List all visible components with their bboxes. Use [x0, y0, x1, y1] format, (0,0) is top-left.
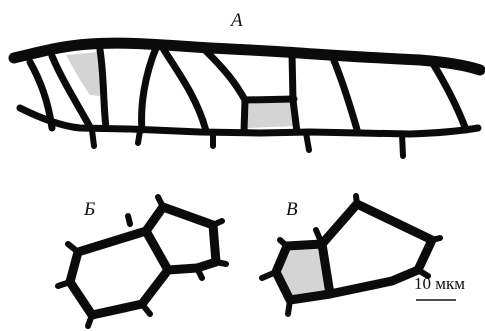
- cross-wall-8: [292, 54, 297, 132]
- cross-wall-5: [164, 50, 206, 131]
- cross-wall-9: [333, 58, 358, 133]
- scale-bar: 10 мкм: [414, 274, 465, 300]
- panel-a-label: А: [229, 10, 243, 31]
- cross-wall-4: [142, 48, 156, 130]
- scale-bar-label: 10 мкм: [414, 274, 465, 293]
- cross-wall-7: [245, 99, 294, 100]
- shaded-cell-a-middle: [247, 100, 296, 128]
- cross-wall-6: [205, 50, 245, 132]
- cross-wall-3: [100, 50, 106, 128]
- panel-b-left-cell: [70, 231, 168, 315]
- panel-b-right-cell: [146, 207, 216, 270]
- cross-wall-10: [432, 62, 466, 130]
- panel-a-diagram: [14, 43, 480, 156]
- panel-v-label: В: [286, 199, 298, 220]
- panel-b-label: Б: [83, 199, 95, 220]
